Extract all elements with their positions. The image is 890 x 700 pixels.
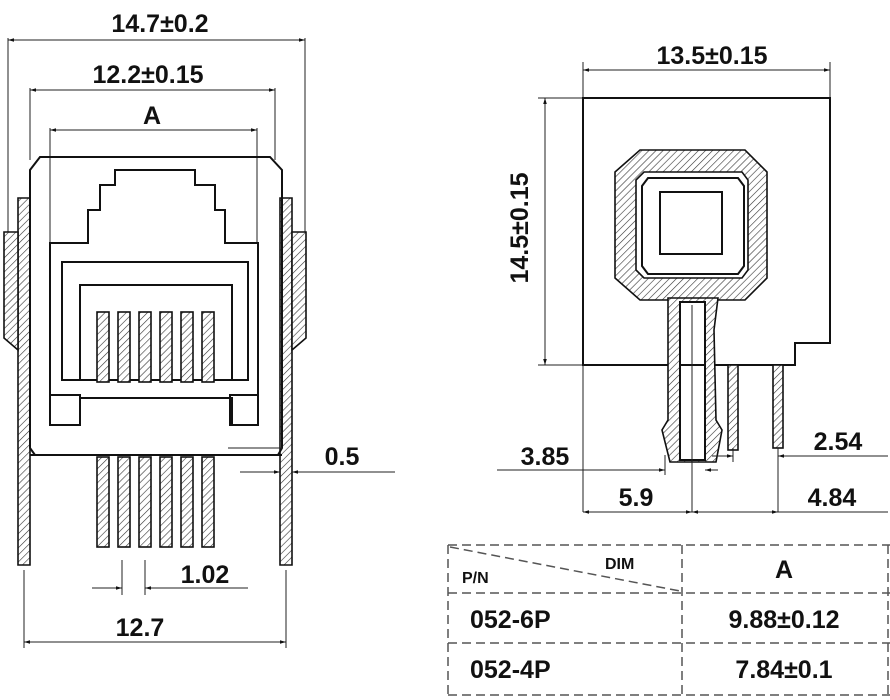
dimension-table: P/N DIM A 052-6P 9.88±0.12 052-4P 7.84±0… xyxy=(447,544,890,696)
table-row-2-a: 7.84±0.1 xyxy=(735,656,832,684)
table-row-1-pn: 052-6P xyxy=(470,606,551,634)
front-body-outline xyxy=(29,156,283,456)
dim-3-85-label: 3.85 xyxy=(521,443,570,471)
table-row-2-pn: 052-4P xyxy=(470,656,551,684)
table-header-pn: P/N xyxy=(462,570,489,587)
table-header-dim: DIM xyxy=(605,556,634,573)
side-height-label: 14.5±0.15 xyxy=(506,172,534,283)
dim-a-label: A xyxy=(143,102,161,130)
peg-spacing-label: 12.7 xyxy=(116,614,165,642)
dim-4-84-label: 4.84 xyxy=(808,484,857,512)
inner-square xyxy=(659,191,723,255)
side-pin-2 xyxy=(772,364,784,449)
plug-opening xyxy=(49,169,259,426)
lower-pins xyxy=(96,456,215,548)
left-lug xyxy=(49,394,81,426)
side-view: 13.5±0.15 14.5±0.15 3.85 2.54 xyxy=(497,42,888,514)
pin-pitch-label: 1.02 xyxy=(181,561,230,589)
side-frame-section xyxy=(614,149,768,301)
pin-thickness-label: 0.5 xyxy=(325,443,360,471)
inner-cavity xyxy=(61,261,249,381)
left-peg xyxy=(17,197,31,566)
table-row-1-a: 9.88±0.12 xyxy=(728,606,839,634)
left-latch xyxy=(3,231,19,352)
dim-5-9-label: 5.9 xyxy=(619,484,654,512)
front-view: 14.7±0.2 12.2±0.15 A xyxy=(3,10,395,648)
upper-contacts xyxy=(96,311,215,383)
right-latch xyxy=(291,231,307,352)
contact-window xyxy=(79,284,233,381)
table-header-a: A xyxy=(775,556,793,584)
right-lug xyxy=(229,394,259,426)
dim-2-54-label: 2.54 xyxy=(814,428,863,456)
side-pin-1 xyxy=(727,364,739,451)
body-width-label: 12.2±0.15 xyxy=(92,61,203,89)
overall-width-label: 14.7±0.2 xyxy=(111,10,208,38)
side-width-label: 13.5±0.15 xyxy=(656,42,767,70)
